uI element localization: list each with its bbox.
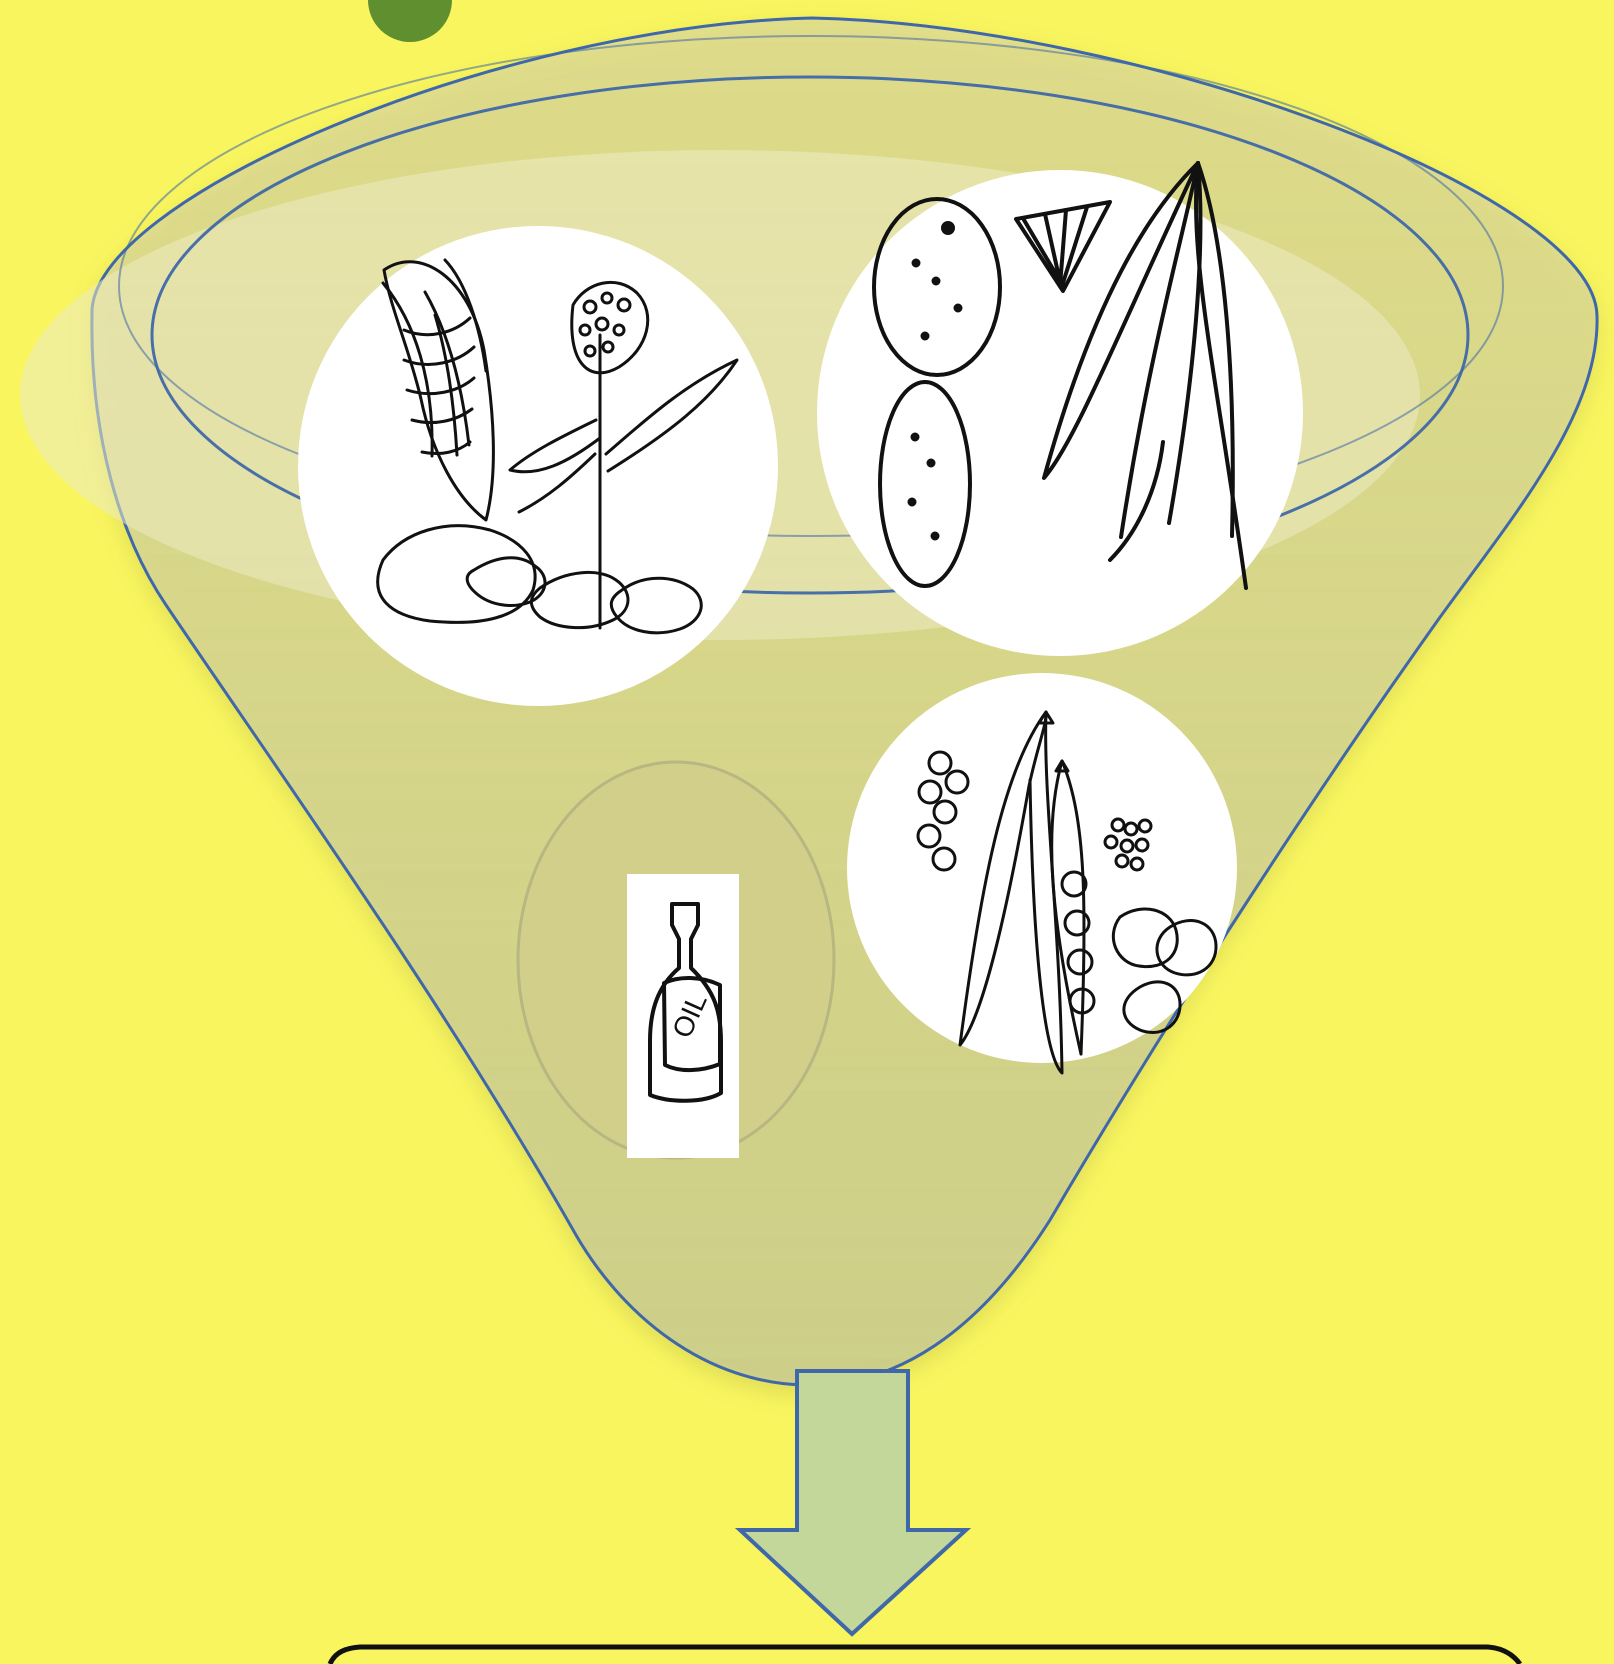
fat-oil-group: OIL — [518, 762, 834, 1158]
grains-roots-circle — [298, 226, 778, 706]
